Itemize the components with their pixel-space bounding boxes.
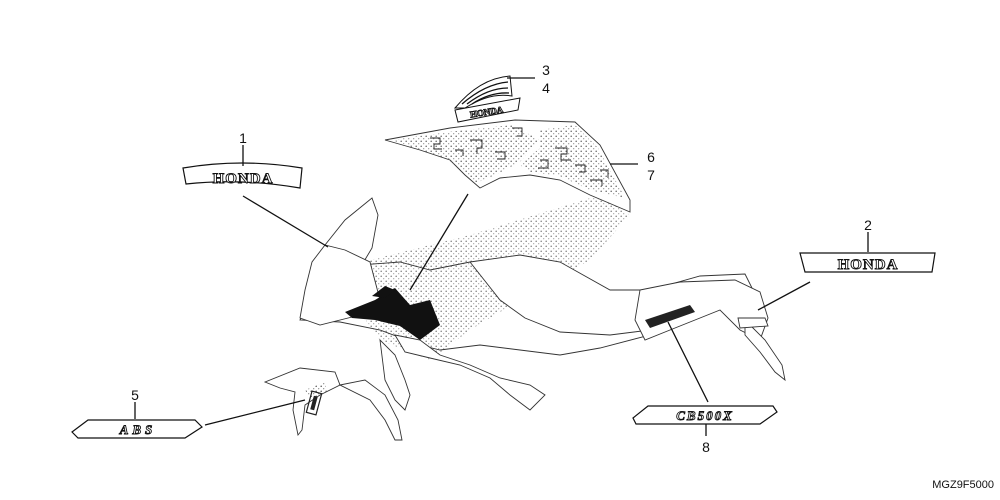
side-panel <box>394 334 546 411</box>
callout-2: 2 <box>864 217 872 233</box>
callout-3: 3 <box>542 62 550 78</box>
leader-1 <box>242 195 329 248</box>
callout-numbers: 1 2 3 4 5 6 7 8 <box>131 62 872 455</box>
callout-4: 4 <box>542 80 550 96</box>
rear-tail <box>634 279 769 341</box>
decal-1-text: HONDA <box>213 171 274 187</box>
body-black-decal <box>345 288 440 340</box>
leader-lines <box>134 77 869 436</box>
callout-6: 6 <box>647 149 655 165</box>
callout-5: 5 <box>131 387 139 403</box>
leader-6-7-body <box>409 193 469 291</box>
model-decal-text: CB500X <box>676 408 734 423</box>
shroud-pattern-decal <box>384 119 631 213</box>
body-small-decal <box>372 286 395 298</box>
lower-fairing <box>379 338 411 411</box>
leader-8 <box>667 321 709 403</box>
decal-2-text: HONDA <box>838 257 899 273</box>
callout-8: 8 <box>702 439 710 455</box>
abs-decal-text: ABS <box>119 422 157 437</box>
callout-1: 1 <box>239 130 247 146</box>
front-fender <box>263 367 403 441</box>
leader-2 <box>757 281 811 311</box>
tail-light <box>737 317 769 329</box>
leader-5 <box>204 399 306 426</box>
side-cover-decal <box>645 305 695 328</box>
diagram-code: MGZ9F5000 <box>932 479 994 491</box>
motorcycle-body-outline <box>299 195 786 411</box>
honda-decal-2: HONDA <box>799 252 936 273</box>
model-decal: CB500X <box>632 405 778 425</box>
abs-decal: ABS <box>71 419 203 439</box>
honda-decal-1: HONDA <box>182 162 303 189</box>
callout-7: 7 <box>647 167 655 183</box>
rear-hugger <box>744 318 786 382</box>
wing-emblem-decal: HONDA <box>453 75 521 123</box>
front-cowl <box>299 244 381 326</box>
